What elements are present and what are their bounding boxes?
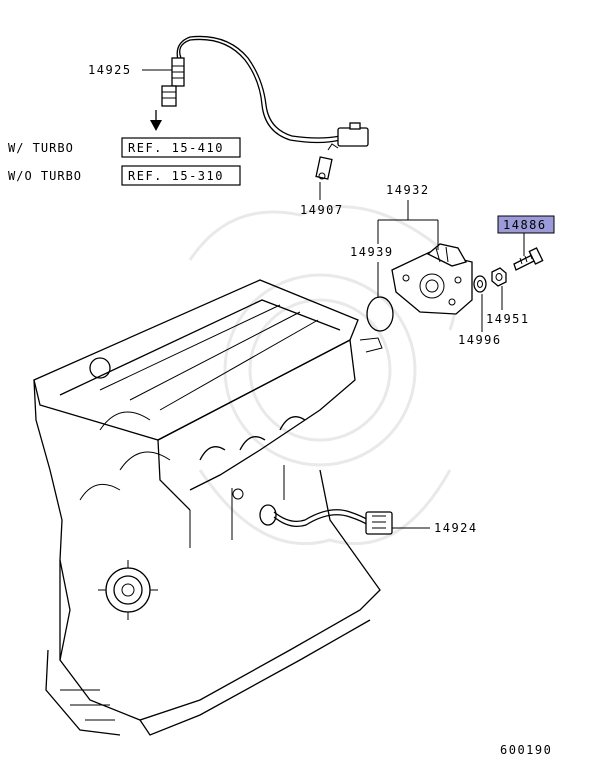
highlight-14886 [497,215,555,234]
washer-14996[interactable] [473,275,487,293]
no-turbo-label: W/O TURBO [8,169,82,183]
label-14924: 14924 [434,521,478,535]
o-ring-14939[interactable] [366,296,394,332]
label-14932: 14932 [386,183,430,197]
diagram-number: 600190 [500,743,552,757]
label-14907: 14907 [300,203,344,217]
throttle-position-sensor-14932[interactable] [391,243,473,315]
leader-lines [142,69,525,529]
no-turbo-ref-box[interactable] [121,165,241,186]
oxygen-sensor-14925[interactable] [150,35,369,147]
label-14996: 14996 [458,333,502,347]
engine-block [33,279,383,736]
watermark-emblem [188,205,459,546]
label-14939: 14939 [350,245,394,259]
nut-14951[interactable] [491,267,507,287]
label-14886[interactable]: 14886 [503,218,547,232]
no-turbo-ref[interactable]: REF. 15-310 [128,169,224,183]
label-14951: 14951 [486,312,530,326]
turbo-label: W/ TURBO [8,141,74,155]
bracket-14907[interactable] [315,143,339,180]
bolt-14886[interactable] [513,247,544,271]
turbo-ref[interactable]: REF. 15-410 [128,141,224,155]
knock-sensor-14924[interactable] [259,504,393,535]
turbo-ref-box[interactable] [121,137,241,158]
label-14925: 14925 [88,63,132,77]
